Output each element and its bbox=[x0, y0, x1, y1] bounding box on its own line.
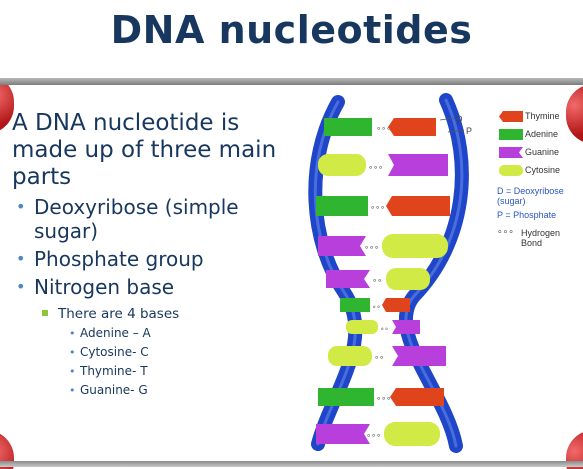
base-guanine bbox=[392, 320, 420, 334]
part-label: Phosphate group bbox=[34, 247, 204, 271]
legend-item: Guanine bbox=[497, 146, 583, 164]
hydrogen-bond-icon: ∘∘∘ bbox=[368, 163, 383, 172]
bullet-icon: • bbox=[16, 249, 26, 268]
legend-item: Adenine bbox=[497, 128, 583, 146]
hydrogen-bond-icon: ∘∘∘ bbox=[497, 226, 514, 236]
base-item: • Cytosine- C bbox=[12, 344, 302, 361]
part-item: • Phosphate group bbox=[12, 247, 302, 271]
label-p-leader bbox=[447, 129, 465, 133]
title-divider bbox=[0, 78, 583, 85]
base-guanine bbox=[392, 346, 446, 366]
base-cytosine bbox=[328, 346, 372, 366]
cytosine-swatch bbox=[499, 165, 523, 176]
label-d-leader bbox=[439, 117, 455, 121]
base-thymine bbox=[382, 298, 410, 312]
base-cytosine bbox=[384, 422, 440, 446]
footer-divider bbox=[0, 461, 583, 467]
hydrogen-bond-icon: ∘∘∘ bbox=[376, 394, 391, 403]
base-adenine bbox=[340, 298, 370, 312]
corner-ornament-top-left bbox=[0, 74, 14, 134]
key-phosphate: P = Phosphate bbox=[497, 210, 557, 220]
part-item: • Nitrogen base bbox=[12, 275, 302, 299]
base-pair: ∘∘ bbox=[326, 268, 430, 290]
sub-point: There are 4 bases bbox=[12, 305, 302, 323]
base-thymine bbox=[388, 118, 436, 136]
hydrogen-bond-icon: ∘∘ bbox=[372, 303, 381, 311]
hydrogen-bond-icon: ∘∘ bbox=[374, 353, 384, 362]
bullet-list: A DNA nucleotide is made up of three mai… bbox=[12, 110, 302, 399]
square-bullet-icon bbox=[42, 310, 48, 316]
base-thymine bbox=[386, 196, 450, 216]
base-guanine bbox=[388, 154, 448, 176]
hydrogen-bond-icon: ∘∘∘ bbox=[370, 203, 385, 212]
base-pair: ∘∘∘ bbox=[318, 388, 444, 406]
base-guanine bbox=[318, 236, 366, 256]
base-adenine bbox=[318, 388, 374, 406]
hydrogen-bond-icon: ∘∘∘ bbox=[366, 431, 381, 440]
hydrogen-bond-icon: ∘∘∘ bbox=[376, 124, 391, 133]
legend-label: Cytosine bbox=[525, 165, 561, 175]
base-pair: ∘∘∘ bbox=[318, 154, 448, 176]
legend-label: Thymine bbox=[525, 111, 560, 121]
key-hydrogen-bond-label: Hydrogen Bond bbox=[521, 228, 561, 248]
base-pair: ∘∘ bbox=[346, 320, 420, 334]
base-cytosine bbox=[318, 154, 366, 176]
bullet-icon: • bbox=[69, 327, 76, 340]
legend: Thymine Adenine Guanine Cytosine D = Deo… bbox=[497, 110, 583, 250]
base-label: Cytosine- C bbox=[80, 345, 149, 359]
bullet-icon: • bbox=[69, 384, 76, 397]
legend-label: Guanine bbox=[525, 147, 560, 157]
guanine-swatch bbox=[499, 147, 523, 158]
corner-ornament-top-right bbox=[566, 84, 583, 144]
thymine-swatch bbox=[499, 111, 523, 122]
adenine-swatch bbox=[499, 129, 523, 140]
part-label: Nitrogen base bbox=[34, 275, 175, 299]
base-item: • Adenine – A bbox=[12, 325, 302, 342]
hydrogen-bond-icon: ∘∘ bbox=[380, 325, 389, 333]
base-pair: ∘∘∘ bbox=[316, 196, 450, 216]
base-guanine bbox=[326, 270, 370, 288]
bullet-icon: • bbox=[69, 365, 76, 378]
base-adenine bbox=[324, 118, 372, 136]
base-pair: ∘∘∘ bbox=[318, 234, 448, 258]
hydrogen-bond-icon: ∘∘∘ bbox=[364, 243, 379, 252]
sub-point-label: There are 4 bases bbox=[58, 306, 180, 322]
base-label: Thymine- T bbox=[80, 364, 148, 378]
legend-label: Adenine bbox=[525, 129, 559, 139]
base-item: • Thymine- T bbox=[12, 363, 302, 380]
label-d: D bbox=[456, 114, 463, 124]
base-pair: ∘∘ bbox=[328, 346, 446, 366]
base-cytosine bbox=[346, 320, 378, 334]
part-item: • Deoxyribose (simple sugar) bbox=[12, 195, 302, 243]
base-label: Adenine – A bbox=[80, 326, 151, 340]
key-hydrogen-bond: ∘∘∘ Hydrogen Bond bbox=[497, 226, 583, 250]
legend-item: Thymine bbox=[497, 110, 583, 128]
bullet-icon: • bbox=[69, 346, 76, 359]
bullet-icon: • bbox=[16, 277, 26, 296]
base-cytosine bbox=[382, 234, 448, 258]
base-pair: ∘∘∘ bbox=[324, 118, 436, 136]
base-pair: ∘∘ bbox=[340, 298, 410, 312]
label-p: P bbox=[466, 126, 472, 136]
base-adenine bbox=[316, 196, 368, 216]
key-deoxyribose: D = Deoxyribose (sugar) bbox=[497, 186, 564, 206]
base-guanine bbox=[316, 424, 370, 444]
dna-helix-diagram: ∘∘∘ ∘∘∘ ∘∘∘ ∘∘∘ ∘∘ ∘∘ bbox=[308, 93, 472, 453]
slide-title: DNA nucleotides bbox=[110, 8, 473, 52]
lead-text: A DNA nucleotide is made up of three mai… bbox=[12, 110, 277, 190]
base-label: Guanine- G bbox=[80, 383, 148, 397]
base-item: • Guanine- G bbox=[12, 382, 302, 399]
hydrogen-bond-icon: ∘∘ bbox=[372, 276, 382, 285]
base-cytosine bbox=[386, 268, 430, 290]
part-label: Deoxyribose (simple sugar) bbox=[34, 195, 239, 243]
bullet-icon: • bbox=[16, 197, 26, 216]
legend-item: Cytosine bbox=[497, 164, 583, 182]
base-pair: ∘∘∘ bbox=[316, 422, 440, 446]
base-thymine bbox=[390, 388, 444, 406]
